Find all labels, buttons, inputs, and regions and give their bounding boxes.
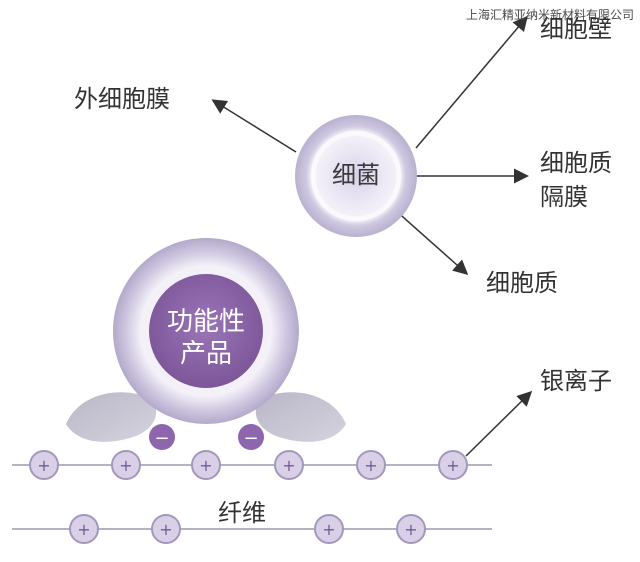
fiber-label: 纤维 (218, 499, 266, 527)
bacterium-inner-ring (310, 130, 402, 222)
silver-ion: + (111, 450, 141, 480)
arrow-silver-ion (465, 390, 533, 457)
svg-text:+: + (199, 456, 212, 475)
product-right-wing (255, 392, 346, 442)
arrow-cell-wall (415, 15, 528, 149)
plasma-membrane-line2: 隔膜 (540, 183, 588, 211)
bacterium-label: 细菌 (332, 161, 380, 189)
silver-ion: + (274, 450, 304, 480)
negative-charge: − (149, 424, 175, 450)
svg-text:+: + (37, 456, 50, 475)
plasma-membrane-line1: 细胞质 (540, 149, 612, 177)
cell-wall-label: 细胞壁 (540, 15, 612, 43)
silver-ion: + (438, 450, 468, 480)
plasma-membrane-label: 细胞质 隔膜 (540, 146, 612, 214)
silver-ion: + (356, 450, 386, 480)
cytoplasm-label: 细胞质 (486, 269, 558, 297)
silver-ion: + (29, 450, 59, 480)
product-left-wing (66, 392, 157, 442)
svg-text:+: + (446, 456, 459, 475)
product-label-line2: 产品 (179, 339, 232, 369)
svg-text:+: + (119, 456, 132, 475)
negative-charge: − (238, 424, 264, 450)
arrow-outer-membrane (211, 99, 297, 153)
silver-ion: + (151, 514, 181, 544)
company-watermark: 上海汇精亚纳米新材料有限公司 (465, 8, 634, 22)
silver-ion: + (69, 514, 99, 544)
product-core (149, 274, 263, 388)
silver-ion: + (191, 450, 221, 480)
svg-text:+: + (77, 520, 90, 539)
svg-text:+: + (364, 456, 377, 475)
svg-text:−: − (154, 428, 169, 449)
svg-text:+: + (404, 520, 417, 539)
svg-text:−: − (243, 428, 258, 449)
outer-membrane-label: 外细胞膜 (74, 85, 170, 113)
svg-text:+: + (322, 520, 335, 539)
silver-ion: + (314, 514, 344, 544)
svg-text:+: + (282, 456, 295, 475)
silver-ion: + (396, 514, 426, 544)
silver-ion-label: 银离子 (540, 367, 612, 395)
svg-text:+: + (159, 520, 172, 539)
product-label: 功能性 产品 (146, 306, 266, 370)
product-label-line1: 功能性 (166, 307, 245, 337)
